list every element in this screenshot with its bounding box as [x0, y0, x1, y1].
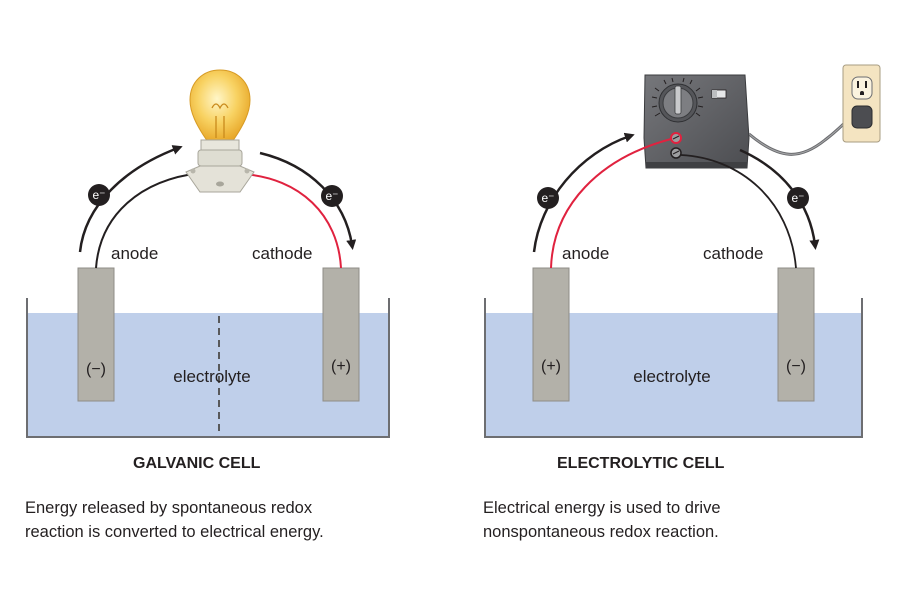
galvanic-anode-sign: (−): [86, 361, 106, 378]
galvanic-beaker: [26, 298, 390, 438]
electrolytic-cathode-electrode: [777, 267, 815, 402]
galvanic-electron-icon-left: e⁻: [88, 184, 110, 206]
electrolytic-anode-sign: (+): [541, 358, 561, 375]
electrolytic-description: Electrical energy is used to drive nonsp…: [483, 496, 721, 544]
electrolytic-cell: (+) (−) electrolyte: [484, 64, 881, 438]
electrolytic-electron-icon-right: e⁻: [787, 187, 809, 209]
galvanic-cathode-wire: [242, 173, 342, 269]
electrolytic-electron-flow-arrow-left: [532, 132, 635, 253]
svg-text:e⁻: e⁻: [325, 189, 338, 203]
galvanic-title: GALVANIC CELL: [133, 455, 261, 472]
galvanic-description: Energy released by spontaneous redox rea…: [25, 496, 324, 544]
galvanic-electron-flow-arrow-left: [78, 145, 183, 253]
galvanic-cathode-electrode: [322, 267, 360, 402]
electrolytic-cathode-wire: [680, 154, 797, 269]
galvanic-electron-icon-right: e⁻: [321, 185, 343, 207]
galvanic-cell: (−) (+) electrolyte e⁻ e⁻: [26, 69, 390, 438]
wall-outlet-icon: [842, 64, 881, 143]
electrolytic-anode-label: anode: [562, 244, 609, 263]
electrolytic-electrolyte-label: electrolyte: [633, 367, 710, 386]
electrolytic-description-line-2: nonspontaneous redox reaction.: [483, 523, 719, 541]
svg-text:e⁻: e⁻: [92, 188, 105, 202]
galvanic-cathode-label: cathode: [252, 244, 313, 263]
power-cord: [748, 110, 859, 156]
galvanic-description-line-1: Energy released by spontaneous redox: [25, 499, 313, 517]
galvanic-cathode-sign: (+): [331, 358, 351, 375]
galvanic-description-line-2: reaction is converted to electrical ener…: [25, 523, 324, 541]
light-bulb-icon: [185, 69, 255, 193]
galvanic-anode-electrode: [77, 267, 115, 402]
power-supply-icon: [643, 74, 750, 169]
electrolytic-anode-wire: [550, 138, 672, 269]
svg-text:e⁻: e⁻: [791, 191, 804, 205]
galvanic-anode-wire: [95, 172, 201, 269]
svg-text:e⁻: e⁻: [541, 191, 554, 205]
electrolytic-title: ELECTROLYTIC CELL: [557, 455, 725, 472]
electrolytic-beaker: [484, 298, 863, 438]
electrolytic-electron-icon-left: e⁻: [537, 187, 559, 209]
electrolytic-anode-electrode: [532, 267, 570, 402]
galvanic-electrolyte-label: electrolyte: [173, 367, 250, 386]
electrolytic-cathode-sign: (−): [786, 358, 806, 375]
galvanic-anode-label: anode: [111, 244, 158, 263]
galvanic-electron-flow-arrow-right: [259, 151, 357, 250]
electrolytic-description-line-1: Electrical energy is used to drive: [483, 499, 721, 517]
electrolytic-cathode-label: cathode: [703, 244, 764, 263]
